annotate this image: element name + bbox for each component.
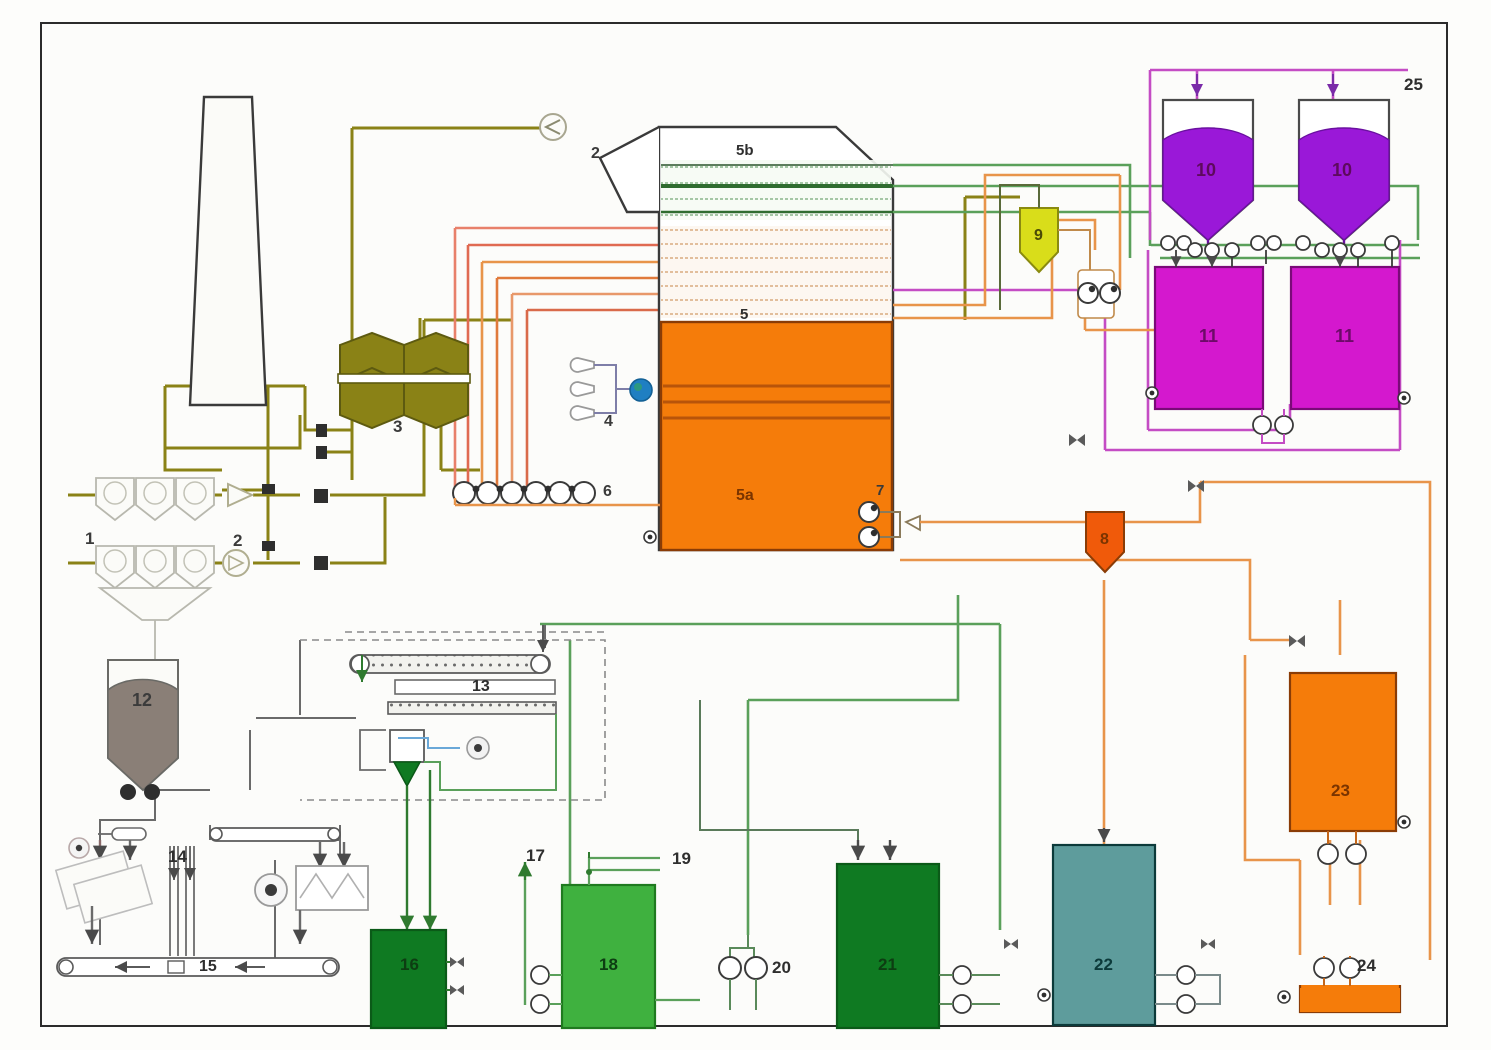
resin-hopper-left [1161,98,1255,258]
transfer-pump-pair[interactable] [718,935,768,1010]
pipe-bundle-red [453,226,660,498]
burner-manifold [569,357,653,421]
boiler-outlet-pumps[interactable] [858,501,921,548]
service-water-tank [1037,828,1221,1027]
chemical-dosing-vessel [999,184,1091,310]
condensate-tank [369,928,464,1030]
fuel-receiving-hoppers [95,477,215,660]
conveyor-dryer [300,625,606,930]
hot-water-tank [1288,671,1411,865]
deaerator-vessel [1085,511,1125,574]
ion-exchanger-right [1289,265,1401,411]
air-preheater [337,331,471,430]
raw-water-tank [517,852,700,1030]
chimney-stack [188,95,268,407]
feeder-station [54,784,369,956]
pipe-network-orange [893,173,1432,960]
dosing-pumps[interactable] [1077,269,1121,319]
discharge-conveyor [56,957,340,977]
flue-gas-fan [539,113,567,141]
boiler [598,125,895,552]
feed-pumps [222,482,255,577]
ion-exchanger-left [1153,265,1265,411]
fuel-storage-silo [107,659,179,792]
treated-water-tank [699,700,1018,1030]
burner-valve-row[interactable] [452,481,660,544]
drain-sump [1277,956,1402,1014]
ion-exchanger-valves[interactable] [1069,74,1411,647]
olive-line-valves[interactable] [262,424,328,570]
resin-hopper-right [1297,98,1391,258]
